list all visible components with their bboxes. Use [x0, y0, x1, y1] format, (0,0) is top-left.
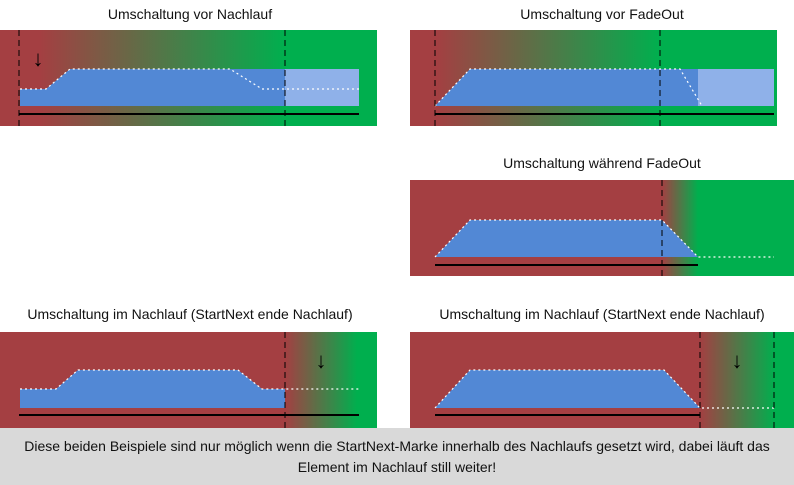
- down-arrow: ↓: [732, 348, 743, 373]
- down-arrow: ↓: [33, 46, 44, 71]
- fade-outline: [434, 369, 774, 409]
- diagram-panel-1: ↓: [0, 30, 377, 126]
- panel-title-5: Umschaltung im Nachlauf (StartNext ende …: [439, 306, 765, 322]
- diagram-panel-3: [410, 180, 794, 276]
- red-zone: [0, 30, 40, 126]
- diagram-panel-4: ↓: [0, 332, 377, 428]
- red-zone: [410, 30, 436, 126]
- diagram-panel-2: [410, 30, 777, 126]
- transition-gradient: [700, 332, 775, 428]
- info-note: Diese beiden Beispiele sind nur möglich …: [0, 428, 794, 485]
- green-zone: [775, 332, 794, 428]
- element-shape: [435, 220, 698, 257]
- diagram-panel-5: ↓: [410, 332, 794, 428]
- note-line-2: Element im Nachlauf still weiter!: [297, 459, 497, 475]
- element-shape: [20, 370, 285, 408]
- green-zone: [357, 332, 377, 428]
- fade-outline: [434, 68, 703, 107]
- element-continuation: [285, 69, 359, 106]
- element-shape: [20, 69, 285, 106]
- fade-outline: [20, 369, 359, 390]
- green-zone: [698, 180, 794, 276]
- fade-outline: [20, 68, 359, 90]
- element-continuation: [698, 69, 774, 106]
- element-shape: [435, 69, 698, 106]
- transition-gradient: [285, 332, 357, 428]
- element-shape: [435, 370, 700, 408]
- panel-title-4: Umschaltung im Nachlauf (StartNext ende …: [27, 306, 353, 322]
- panel-title-1: Umschaltung vor Nachlauf: [107, 6, 273, 22]
- panel-title-3: Umschaltung während FadeOut: [503, 155, 701, 171]
- panel-title-2: Umschaltung vor FadeOut: [520, 6, 684, 22]
- note-line-1: Diese beiden Beispiele sind nur möglich …: [24, 438, 770, 454]
- down-arrow: ↓: [316, 348, 327, 373]
